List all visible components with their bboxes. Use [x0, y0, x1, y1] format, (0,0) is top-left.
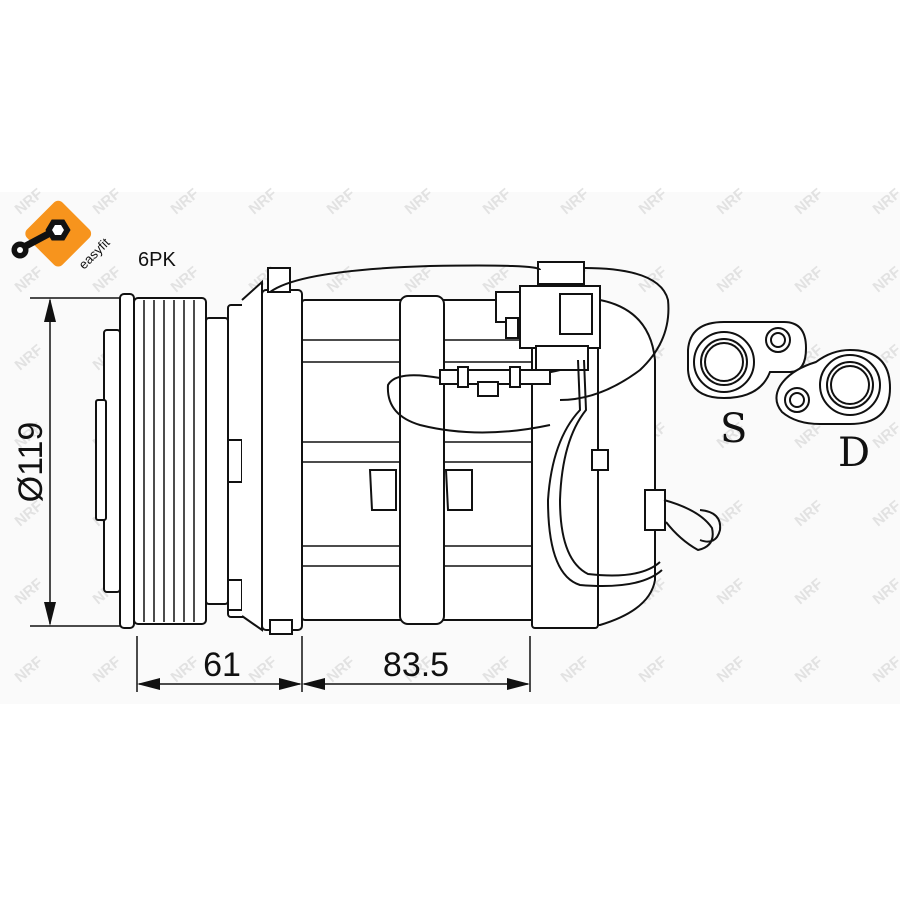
body-length-value: 83.5	[383, 646, 449, 684]
length-dimensions	[136, 636, 531, 692]
diameter-value: Ø119	[12, 422, 50, 503]
belt-label: 6PK	[138, 249, 176, 271]
suction-port-label: S	[720, 406, 747, 452]
front-flange	[261, 267, 303, 635]
valve-connector	[495, 261, 601, 371]
clutch-hub	[205, 279, 267, 632]
clutch-length-value: 61	[203, 646, 241, 684]
wrench-icon	[11, 219, 71, 259]
discharge-port-label: D	[838, 430, 870, 476]
wiring-harness	[269, 264, 722, 587]
compressor-body	[301, 295, 549, 625]
suction-port-fitting	[687, 321, 808, 400]
diameter-dimension	[30, 297, 120, 627]
discharge-port-fitting	[775, 348, 892, 425]
pulley	[95, 293, 207, 629]
